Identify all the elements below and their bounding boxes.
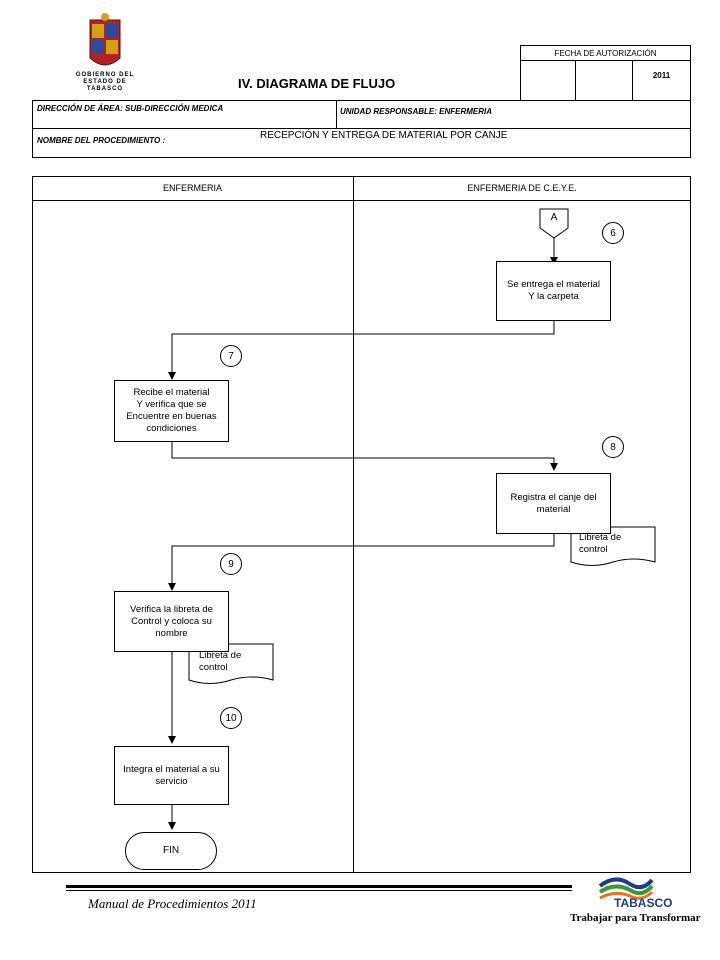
brand-slogan: Trabajar para Transformar <box>570 912 701 924</box>
brand-name: TABASCO <box>614 896 673 910</box>
unidad-responsable: UNIDAD RESPONSABLE: ENFERMERIA <box>340 107 493 116</box>
step-10-number: 10 <box>220 707 242 729</box>
step-7-number: 7 <box>220 345 242 367</box>
arrow-s7-to-s8 <box>171 442 558 471</box>
connector-a-label: A <box>550 212 558 223</box>
step-10-box: Integra el material a su servicio <box>114 746 229 805</box>
step-7-box: Recibe el material Y verifica que se Enc… <box>114 380 229 442</box>
lane-header-ceye: ENFERMERIA DE C.E.Y.E. <box>467 183 577 193</box>
page-title: IV. DIAGRAMA DE FLUJO <box>238 76 396 91</box>
footer-manual-title: Manual de Procedimientos 2011 <box>88 896 257 911</box>
state-coat-of-arms-logo: GOBIERNO DEL ESTADO DE TABASCO <box>70 12 140 92</box>
info-table <box>32 100 691 158</box>
authorization-year: 2011 <box>652 71 671 80</box>
step-8-number: 8 <box>602 436 624 458</box>
step-6-number: 6 <box>602 222 624 244</box>
document-libreta-2: Libreta de control <box>199 650 242 673</box>
step-9-number: 9 <box>220 553 242 575</box>
footer-rule <box>66 885 572 888</box>
document-libreta-1: Libreta de control <box>579 532 622 555</box>
document-shape-1 <box>570 526 656 566</box>
procedimiento-name: RECEPCIÓN Y ENTREGA DE MATERIAL POR CANJ… <box>260 130 508 141</box>
arrow-s8-to-s9 <box>168 534 555 591</box>
step-6-box: Se entrega el material Y la carpeta <box>496 261 611 321</box>
arrow-s6-to-s7 <box>168 321 555 380</box>
authorization-label: FECHA DE AUTORIZACIÓN <box>554 49 657 58</box>
procedimiento-label: NOMBRE DEL PROCEDIMIENTO : <box>37 136 166 145</box>
tabasco-brand-logo: TABASCO Trabajar para Transformar <box>570 872 701 932</box>
step-9-box: Verifica la libreta de Control y coloca … <box>114 591 229 652</box>
end-terminator: FIN <box>125 832 217 870</box>
document-shape-2 <box>188 643 274 684</box>
lane-header-enfermeria: ENFERMERIA <box>162 183 222 193</box>
connector-a-shape <box>539 208 569 239</box>
direccion-area: DIRECCIÓN DE ÁREA: SUB-DIRECCIÓN MEDICA <box>37 104 224 113</box>
step-8-box: Registra el canje del material <box>496 473 611 534</box>
logo-caption: GOBIERNO DEL ESTADO DE TABASCO <box>75 72 135 92</box>
